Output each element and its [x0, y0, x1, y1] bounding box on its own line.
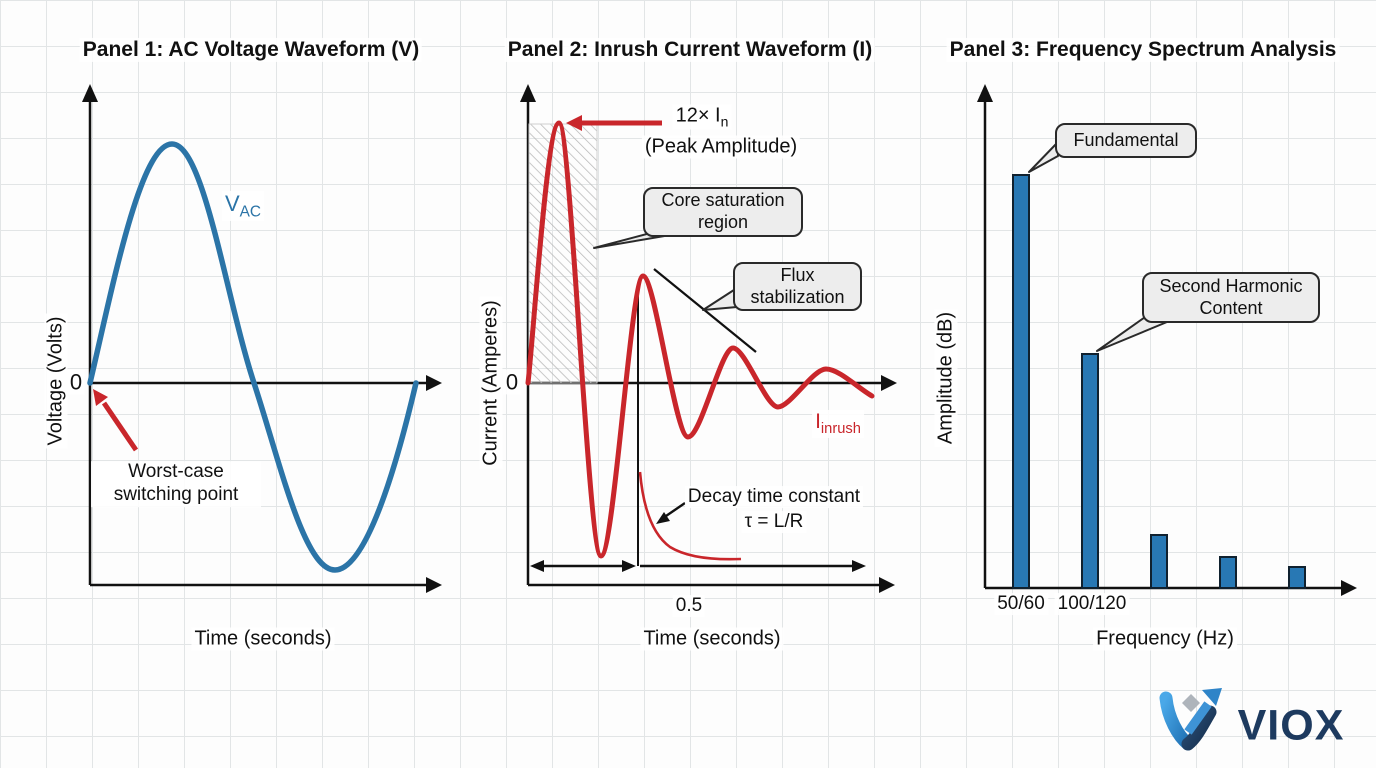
- panel3-y-axis-label: Amplitude (dB): [934, 308, 958, 448]
- panel3-tick-second-harmonic: 100/120: [1054, 593, 1130, 615]
- vac-curve-label: VAC: [221, 190, 265, 222]
- panel3-tick-fundamental: 50/60: [994, 593, 1048, 615]
- switching-point-annotation: Worst-case switching point: [91, 461, 261, 507]
- panel3-x-axis-label: Frequency (Hz): [1093, 627, 1237, 651]
- peak-amplitude-label-line2: (Peak Amplitude): [641, 135, 801, 159]
- switching-point-arrow: [93, 389, 139, 452]
- time-dimension-arrows: [530, 560, 866, 572]
- fundamental-callout: Fundamental: [1055, 123, 1197, 158]
- peak-amplitude-label: 12× In: [672, 104, 732, 130]
- spectrum-bar: [1081, 353, 1099, 589]
- decay-constant-label: Decay time constant: [684, 486, 864, 508]
- viox-logo-text: VIOX: [1237, 701, 1345, 750]
- panel2-zero-label: 0: [502, 369, 522, 395]
- spectrum-bar: [1150, 534, 1168, 589]
- spectrum-bars: [1012, 174, 1306, 589]
- decay-curve: [638, 471, 742, 561]
- panel3-title: Panel 3: Frequency Spectrum Analysis: [946, 37, 1340, 63]
- panel2-x-axis-label: Time (seconds): [640, 627, 784, 651]
- panel1-y-axis-label: Voltage (Volts): [44, 313, 68, 449]
- spectrum-bar: [1219, 556, 1237, 589]
- second-harmonic-callout: Second Harmonic Content: [1142, 272, 1320, 323]
- panel1-title: Panel 1: AC Voltage Waveform (V): [79, 37, 423, 63]
- panel2-y-axis-label: Current (Amperes): [479, 297, 503, 469]
- callout-tails: [593, 141, 1168, 352]
- panel2-x-tick: 0.5: [672, 595, 706, 617]
- core-saturation-callout: Core saturation region: [643, 187, 803, 237]
- decay-annotation-arrow: [656, 502, 686, 524]
- panel1-zero-label: 0: [66, 369, 86, 395]
- viox-logo-icon: [1159, 688, 1222, 751]
- panel3-axes: [977, 84, 1357, 596]
- ac-voltage-curve: [87, 141, 419, 573]
- inrush-current-curve: [525, 120, 875, 559]
- decay-constant-formula: τ = L/R: [741, 511, 807, 533]
- panel1-x-axis-label: Time (seconds): [191, 627, 335, 651]
- panel1-axes: [82, 84, 442, 593]
- spectrum-bar: [1288, 566, 1306, 589]
- panel2-title: Panel 2: Inrush Current Waveform (I): [504, 37, 876, 63]
- spectrum-bar: [1012, 174, 1030, 589]
- peak-amplitude-arrow: [566, 115, 662, 131]
- flux-stabilization-callout: Flux stabilization: [733, 262, 862, 311]
- inrush-curve-label: Iinrush: [812, 409, 864, 439]
